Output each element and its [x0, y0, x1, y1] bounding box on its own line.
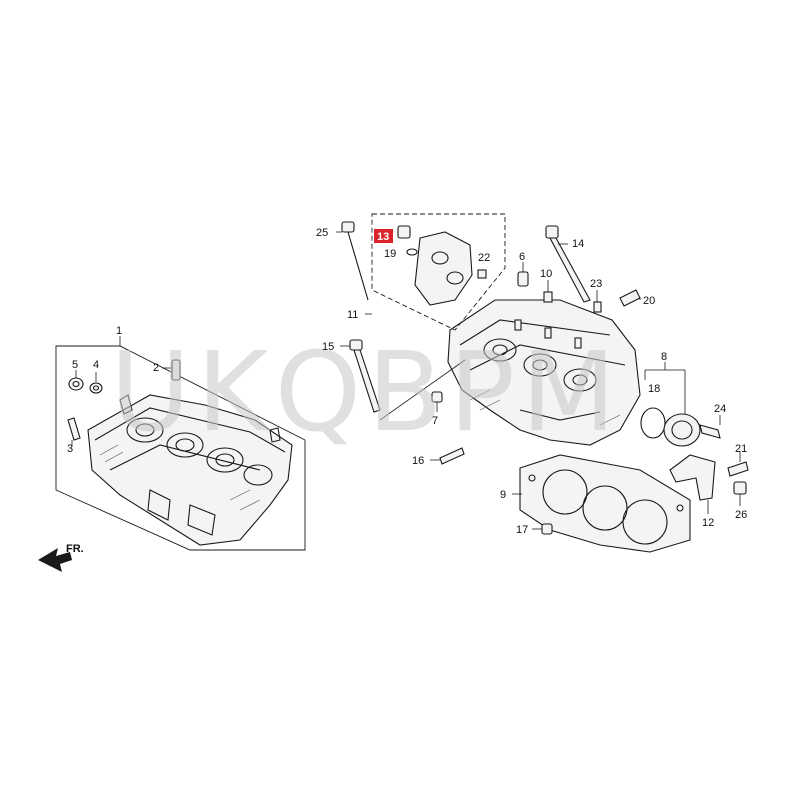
callout-20: 20: [643, 295, 655, 307]
part-26-bolt: [733, 481, 747, 506]
part-17-dowel: [532, 523, 553, 535]
callout-10: 10: [540, 268, 552, 280]
part-16-stud: [430, 447, 465, 465]
callout-15: 15: [322, 341, 334, 353]
callout-12: 12: [702, 517, 714, 529]
callout-13-highlighted: 13: [374, 229, 393, 243]
watermark: UKQBPM: [110, 328, 622, 456]
callout-11: 11: [347, 309, 358, 321]
group-11-vtc-assembly: [365, 213, 506, 331]
front-marker-label: FR.: [66, 543, 84, 555]
callout-26: 26: [735, 509, 747, 521]
callout-17: 17: [516, 524, 528, 536]
part-6-collar: [517, 262, 529, 287]
callout-13: 13: [377, 231, 389, 243]
callout-24: 24: [714, 403, 726, 415]
cover-housing: [663, 413, 701, 447]
part-15-bolt: [340, 339, 466, 421]
callout-21: 21: [735, 443, 747, 455]
part-24-bolt: [699, 415, 721, 439]
part-23-dowel: [593, 290, 602, 313]
part-3-stud: [67, 417, 81, 446]
part-5-plug: [68, 370, 84, 391]
part-10-plug: [543, 280, 553, 303]
part-4-washer: [89, 372, 103, 394]
callout-9: 9: [500, 489, 506, 501]
front-cylinder-head-group: [447, 299, 641, 446]
callout-2: 2: [153, 362, 159, 374]
callout-13-badge: [374, 229, 393, 243]
callout-16: 16: [412, 455, 424, 467]
callout-14: 14: [572, 238, 584, 250]
callout-19: 19: [384, 248, 396, 260]
part-2-dowel-pin: [162, 359, 181, 381]
part-20-sensor: [619, 289, 641, 307]
front-direction-marker: FR.: [38, 543, 84, 572]
callout-6: 6: [519, 251, 525, 263]
front-arrow-icon: [38, 548, 72, 572]
part-25-bolt: [336, 221, 369, 301]
callout-1: 1: [116, 325, 122, 337]
rear-cylinder-head: [87, 394, 293, 546]
part-21-stud: [727, 452, 749, 477]
callout-3: 3: [67, 443, 73, 455]
part-7-nut: [431, 391, 443, 412]
callout-18: 18: [648, 383, 660, 395]
callout-23: 23: [590, 278, 602, 290]
part-12-bracket: [669, 454, 716, 514]
rear-cylinder-head-group: [55, 336, 306, 551]
part-14-bolt: [545, 225, 591, 303]
callout-25: 25: [316, 227, 328, 239]
callout-5: 5: [72, 359, 78, 371]
callout-4: 4: [93, 359, 99, 371]
callout-labels: 1 2 3 4 5 6 7 8 9 10 11 12 13 14 15 16 1…: [67, 227, 747, 536]
callout-8: 8: [661, 351, 667, 363]
front-cylinder-head: [447, 299, 641, 446]
callout-7: 7: [432, 415, 438, 427]
part-18-o-ring: [640, 407, 666, 439]
part-9-head-gasket: [512, 454, 691, 553]
callout-22: 22: [478, 252, 490, 264]
